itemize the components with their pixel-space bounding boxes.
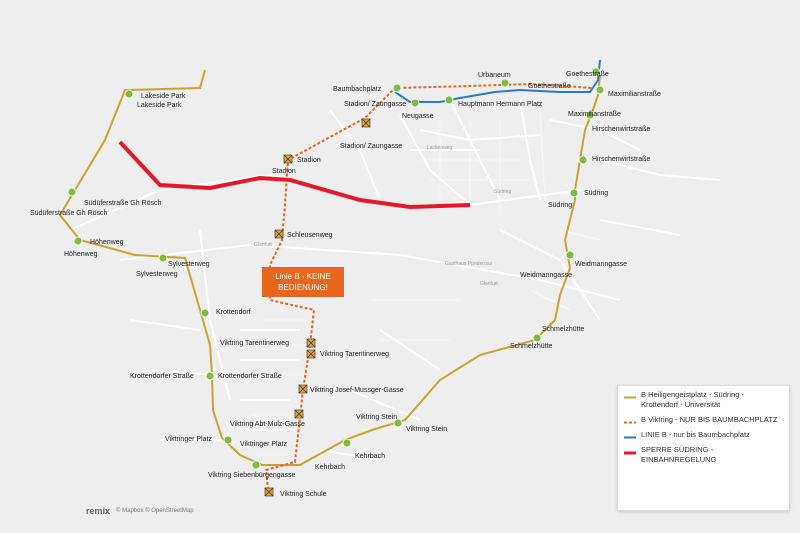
stop-label-siebenbuergen: Viktring Siebenbürgengasse [208,472,296,479]
legend-swatch-blue [624,436,636,439]
map-legend: B Heiligengeistplatz - Südring - Krotten… [617,385,790,511]
stop-label-maximilian-2: Maximilianstraße [568,111,621,118]
street-labels: Südring Glanfurt Glanfurt Lackenweg Gast… [254,145,511,287]
stop-label-goethe-2: Goethestraße [528,83,571,90]
legend-label-orange: B Viktring - NUR BIS BAUMBACHPLATZ [641,415,778,424]
street-label-glanfurt: Glanfurt [254,242,272,248]
stop-label-stadion: Stadion [297,157,321,164]
stop-label-neugasse: Neugasse [402,113,434,120]
stop-label-sylvester-2: Sylvesterweg [136,271,178,278]
service-notice: Linie B - KEINE BEDIENUNG! [262,267,344,297]
legend-label-red: SPERRE SÜDRING - EINBAHNREGELUNG [641,445,717,464]
stop-label-hauptmann: Hauptmann Hermann Platz [458,101,543,108]
legend-label-blue: LINIE B - nur bis Baumbachplatz [641,430,750,439]
stop-label-maximilian: Maximilianstraße [608,91,661,98]
notice-line-2: BEDIENUNG! [278,283,328,292]
stop-label-hoehenweg-2: Höhenweg [64,251,98,258]
legend-item-orange: B Viktring - NUR BIS BAUMBACHPLATZ [624,415,783,425]
street-label-lackenweg: Lackenweg [427,145,453,151]
stop-label-tarentiner: Viktring Tarentinerweg [220,340,289,347]
stop-label-hoehenweg: Höhenweg [90,239,124,246]
legend-item-red: SPERRE SÜDRING - EINBAHNREGELUNG [624,445,783,465]
stop-label-krottendorf: Krottendorf [216,309,251,316]
attribution-text[interactable]: © Mapbox © OpenStreetMap [116,508,194,514]
stop-label-kehrbach: Kehrbach [315,464,345,471]
stop-label-stadionzaun-2: Stadion/ Zaungasse [340,143,402,150]
stop-label-schmelzhuette-2: Schmelzhütte [510,343,553,350]
legend-swatch-red [624,451,636,455]
street-network-minor [250,109,601,456]
stop-label-weidmann-2: Weidmanngasse [520,272,572,279]
stop-label-viktringerplatz-2: Viktringer Platz [240,441,287,448]
closure-line-red [118,140,471,210]
stop-label-kehrbach-2: Kehrbach [355,453,385,460]
stop-label-abtmulz: Viktring Abt-Mulz-Gasse [230,421,305,428]
stop-label-urbaneum: Urbaneum [478,72,511,79]
stop-label-krottendorferstr: Krottendorfer Straße [130,373,194,380]
stop-labels: Lakeside Park Lakeside Park Südüferstraß… [30,71,661,498]
stop-label-baumbach: Baumbachplatz [333,86,382,93]
street-label-suedring: Südring [494,189,511,195]
stop-label-suedufer: Südüferstraße Gh Rösch [84,200,162,207]
stop-label-lakeside-2: Lakeside Park [137,102,182,109]
stop-label-lakeside: Lakeside Park [141,93,186,100]
stop-label-mussger: Viktring Josef-Mussger-Gasse [310,387,404,394]
stop-label-sylvester: Sylvesterweg [168,261,210,268]
stop-markers [67,67,605,497]
street-label-glanfurt-2: Glanfurt [480,281,498,287]
stop-label-suedring: Südring [584,190,608,197]
stop-label-hirschenwirt-2: Hirschenwirtstraße [592,156,650,163]
notice-line-1: Linie B - KEINE [275,272,331,281]
route-line-blue [394,59,601,103]
stop-label-goethe: Goethestraße [566,71,609,78]
stop-label-hirschenwirt: Hirschenwirtstraße [592,126,650,133]
stop-label-suedufer-2: Südüferstraße Gh Rösch [30,210,108,217]
legend-swatch-gold [624,396,636,399]
stop-label-viktringerplatz: Viktringer Platz [165,436,212,443]
stop-label-krottendorferstr-2: Krottendorfer Straße [218,373,282,380]
stop-label-stadion-2: Stadion [272,168,296,175]
stop-label-stadionzaun: Stadion/ Zaungasse [344,101,406,108]
street-label-gasthaus: Gasthaus Ponderosa [445,261,492,267]
stop-label-viktringstein-2: Viktring Stein [406,426,447,433]
stop-label-schleusen: Schleusenweg [287,232,333,239]
map-attribution: remix © Mapbox © OpenStreetMap [86,506,194,516]
stop-label-schmelzhuette: Schmelzhütte [542,326,585,333]
stop-label-weidmann: Weidmanngasse [575,261,627,268]
legend-item-gold: B Heiligengeistplatz - Südring - Krotten… [624,390,783,410]
stop-label-tarentiner-2: Viktring Tarentinerweg [320,351,389,358]
stop-label-suedring-2: Südring [548,202,572,209]
remix-logo: remix [86,506,111,516]
legend-item-blue: LINIE B - nur bis Baumbachplatz [624,430,783,440]
stop-label-viktringstein: Viktring Stein [356,414,397,421]
stop-label-schule: Viktring Schule [280,491,327,498]
legend-swatch-orange [624,421,636,424]
route-line-orange [264,82,593,491]
legend-label-gold: B Heiligengeistplatz - Südring - Krotten… [641,390,744,409]
